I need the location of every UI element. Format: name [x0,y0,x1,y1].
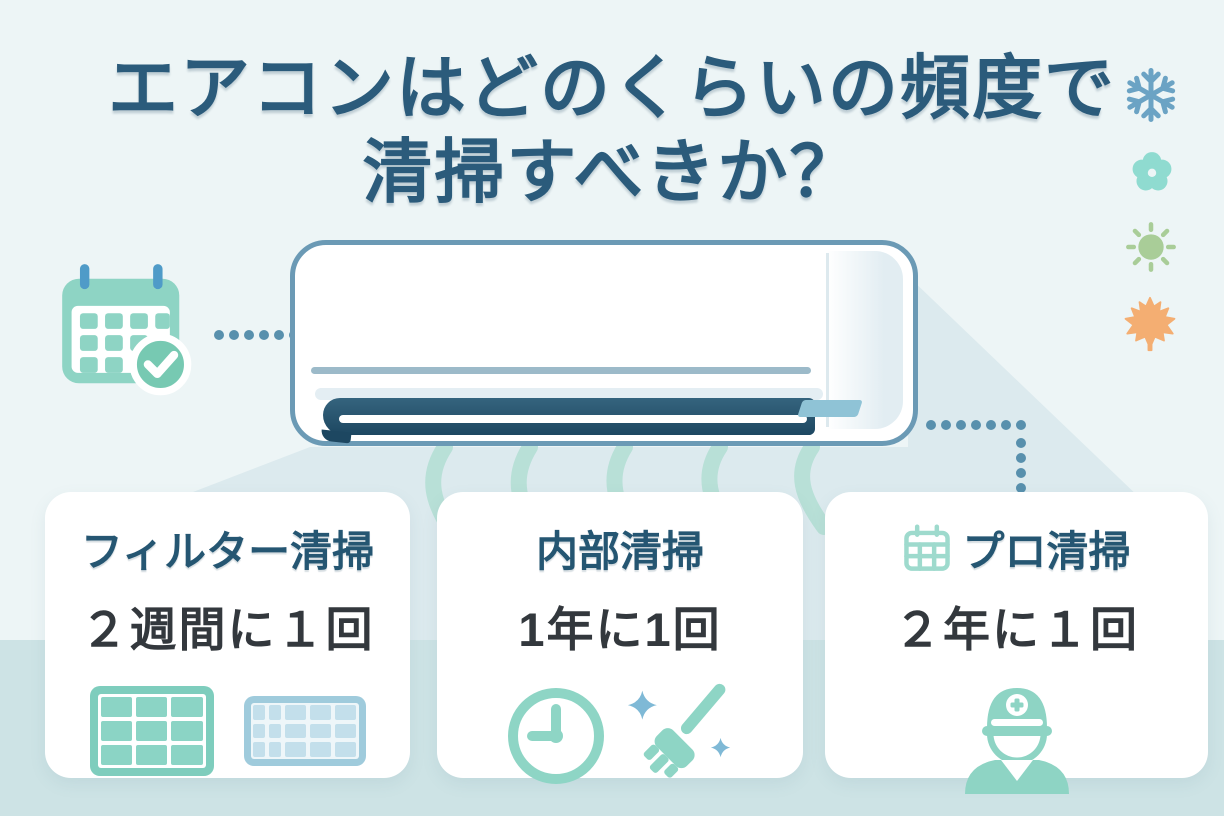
card-filter-heading: フィルター清掃 [80,528,375,575]
ac-vent-louver [797,400,863,417]
ac-side-panel [827,251,903,429]
card-internal-icons [437,680,803,792]
ac-vent [323,398,815,435]
calendar-grid-icon [904,523,951,571]
dotted-connector-calendar [214,330,299,340]
clock-icon [508,688,604,784]
card-pro-heading-text: プロ清掃 [962,528,1131,575]
flower-icon [1132,152,1172,191]
card-internal-cleaning: 内部清掃 1年に1回 [437,492,803,784]
page-title: エアコンはどのくらいの頻度で 清掃すべきか？ [0,46,1224,214]
ac-vent-deflector [320,429,352,444]
broom-sparkles-icon [627,683,731,778]
card-pro-heading: プロ清掃 [825,518,1208,579]
maple-leaf-icon [1124,296,1176,352]
ac-vent-slat [339,415,807,423]
card-internal-heading: 内部清掃 [535,528,704,575]
sparkle-large [627,690,657,720]
card-pro-frequency: ２年に１回 [894,603,1139,656]
card-pro-icons [825,670,1208,802]
calendar-check-icon [62,264,192,396]
air-conditioner-illustration [290,240,918,446]
card-filter-frequency: ２週間に１回 [80,603,375,656]
sparkle-small [710,737,731,758]
page-title-line1: エアコンはどのくらいの頻度で [108,49,1116,127]
filter-panel-teal-icon [89,686,214,776]
dotted-connector-pro-horizontal [926,420,1026,430]
card-internal-frequency: 1年に1回 [518,603,722,656]
sun-icon [1126,222,1176,272]
card-filter-icons [45,686,410,776]
ac-vent-frame [315,388,823,400]
card-pro-cleaning: プロ清掃 ２年に１回 [825,492,1208,794]
card-filter-cleaning: フィルター清掃 ２週間に１回 [45,492,410,778]
filter-panel-blue-icon [243,696,366,766]
technician-icon [964,688,1069,794]
page-title-line2: 清掃すべきか？ [362,133,862,211]
snowflake-icon [1126,68,1176,122]
ac-groove-line [311,367,811,374]
dotted-connector-pro-vertical [1016,438,1026,493]
ac-panel-seam [826,253,829,427]
